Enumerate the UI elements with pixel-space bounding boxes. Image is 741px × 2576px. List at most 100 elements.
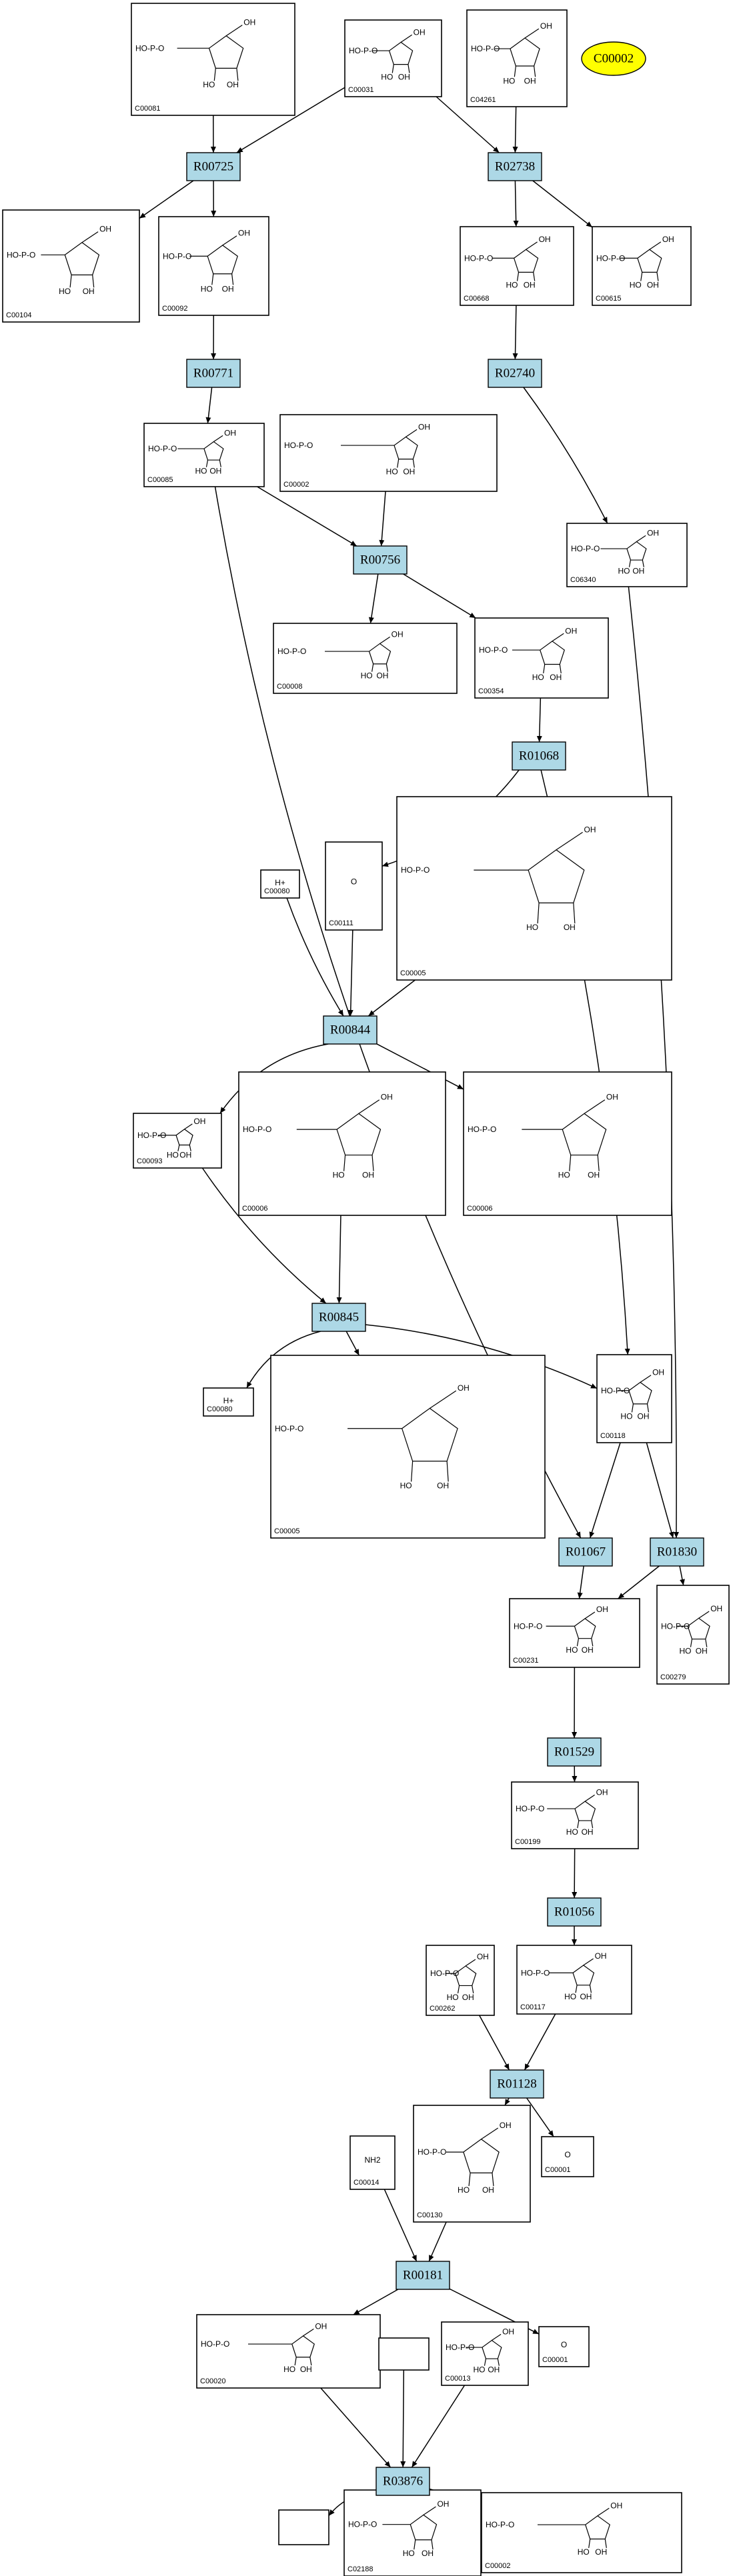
svg-text:OH: OH <box>652 1368 664 1377</box>
reaction-r01067[interactable]: R01067 <box>558 1537 613 1567</box>
reaction-r00725[interactable]: R00725 <box>186 152 241 181</box>
svg-text:OH: OH <box>83 287 95 296</box>
reaction-r00181[interactable]: R00181 <box>396 2261 450 2290</box>
edge-r00844-c00093 <box>219 1043 329 1114</box>
compound-id-label: C00085 <box>147 476 173 484</box>
compound-id-label: C06340 <box>570 576 596 584</box>
edge-c00006a-r00845 <box>336 1215 342 1304</box>
svg-text:HO: HO <box>532 673 544 682</box>
reaction-r00771[interactable]: R00771 <box>186 359 241 388</box>
svg-text:HO: HO <box>578 2547 590 2557</box>
svg-text:HO: HO <box>201 284 213 293</box>
reaction-r02738[interactable]: R02738 <box>488 152 542 181</box>
edge-r00756-c00008 <box>368 573 379 624</box>
edge-r01128-c00130 <box>504 2097 510 2106</box>
svg-text:HO-P-O: HO-P-O <box>571 544 600 553</box>
compound-id-label: C00014 <box>353 2179 380 2187</box>
compound-id-label: C00093 <box>137 1157 163 1165</box>
compound-c00111[interactable]: O C00111 <box>325 841 383 931</box>
svg-text:HO: HO <box>558 1171 570 1180</box>
compound-c00080a[interactable]: H+C00080 <box>260 869 300 899</box>
svg-text:OH: OH <box>398 73 410 82</box>
svg-text:OH: OH <box>502 2327 514 2336</box>
svg-text:OH: OH <box>596 1787 608 1797</box>
edge-r00725-c00104 <box>139 180 194 219</box>
edge-c00031-r02738 <box>436 96 500 153</box>
svg-text:HO: HO <box>473 2365 485 2375</box>
reaction-r03876[interactable]: R03876 <box>376 2467 430 2496</box>
svg-text:OH: OH <box>540 21 552 31</box>
svg-text:HO: HO <box>618 567 630 576</box>
reaction-r02740[interactable]: R02740 <box>488 359 542 388</box>
svg-text:OH: OH <box>710 1604 722 1613</box>
reaction-r00756[interactable]: R00756 <box>353 545 408 575</box>
reaction-id-label: R01056 <box>554 1905 594 1919</box>
compound-empty2[interactable] <box>278 2509 329 2545</box>
reaction-r01830[interactable]: R01830 <box>650 1537 704 1567</box>
edge-empty1-r03876 <box>400 2369 406 2468</box>
svg-text:HO-P-O: HO-P-O <box>163 251 191 261</box>
edge-r00756-c00354 <box>403 573 476 619</box>
svg-text:OH: OH <box>376 671 388 681</box>
edge-c04261-r02738 <box>512 106 518 153</box>
compound-id-label: C00118 <box>600 1432 626 1440</box>
compound-id-label: C00354 <box>478 687 504 695</box>
svg-text:OH: OH <box>647 528 659 537</box>
reaction-r01128[interactable]: R01128 <box>490 2069 544 2099</box>
reaction-r01529[interactable]: R01529 <box>547 1737 602 1767</box>
highlight-label: C00002 <box>594 52 634 66</box>
edge-c00111-r00844 <box>347 929 353 1017</box>
svg-text:O: O <box>351 877 357 886</box>
svg-text:OH: OH <box>584 825 596 834</box>
compound-id-label: C00668 <box>464 295 490 303</box>
compound-c00080b[interactable]: H+C00080 <box>203 1387 254 1417</box>
compound-id-label: C00002 <box>485 2562 511 2570</box>
reaction-r01056[interactable]: R01056 <box>547 1897 602 1927</box>
reaction-r00844[interactable]: R00844 <box>323 1015 378 1045</box>
reaction-r00845[interactable]: R00845 <box>311 1303 366 1332</box>
svg-text:HO: HO <box>361 671 373 681</box>
compound-id-label: C00111 <box>329 919 353 927</box>
reaction-r01068[interactable]: R01068 <box>512 741 566 771</box>
compound-id-label: C00092 <box>162 305 188 313</box>
svg-text:OH: OH <box>588 1171 600 1180</box>
svg-text:HO-P-O: HO-P-O <box>596 253 625 263</box>
compound-id-label: C04261 <box>470 96 496 104</box>
compound-id-label: C00020 <box>200 2377 226 2385</box>
compound-empty1[interactable] <box>378 2337 430 2371</box>
highlight-c00002[interactable]: C00002 <box>581 41 646 76</box>
compound-id-label: C00262 <box>430 2005 456 2013</box>
svg-text:OH: OH <box>524 76 536 85</box>
